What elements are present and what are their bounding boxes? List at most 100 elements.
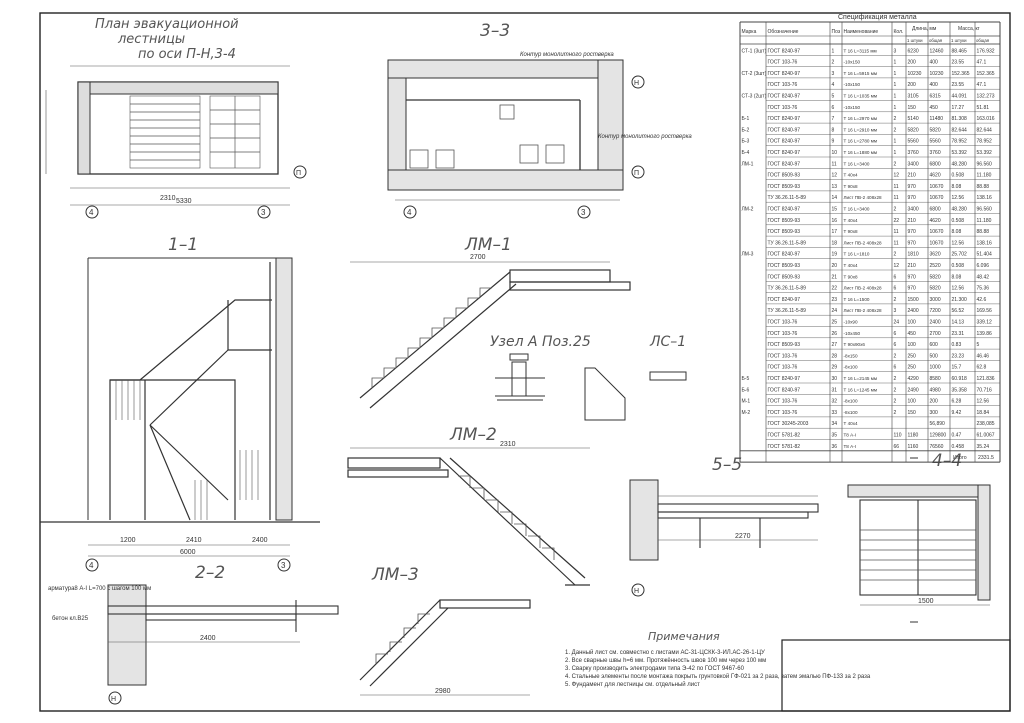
spec-cell: ГОСТ 8240-97 xyxy=(768,71,801,77)
spec-cell: 2400 xyxy=(908,308,919,314)
spec-cell: 25.702 xyxy=(952,252,968,258)
spec-header-cell: Кол. xyxy=(894,29,904,35)
plan-axis-p: П xyxy=(296,170,301,177)
armatura-callout: арматура8 А-I L=700 с шагом 100 мм xyxy=(48,586,151,592)
spec-cell: 11.180 xyxy=(977,173,992,179)
spec-cell: 10670 xyxy=(930,184,944,190)
spec-cell: 36 xyxy=(832,444,838,450)
lm2-dim: 2310 xyxy=(500,441,516,448)
spec-cell: 12 xyxy=(894,173,900,179)
lm3-dim: 2980 xyxy=(435,688,451,695)
spec-cell: 5560 xyxy=(908,139,919,145)
spec-cell: 28 xyxy=(832,353,838,359)
spec-cell: СТ-3 (2шт) xyxy=(742,94,767,100)
spec-cell: ГОСТ 8240-97 xyxy=(768,150,801,156)
node-a-and-ls1: Узел А Поз.25 ЛС–1 xyxy=(490,334,687,421)
spec-cell: 96.560 xyxy=(977,207,993,213)
spec-cell: 48.42 xyxy=(977,274,990,280)
spec-cell: -10х150 xyxy=(844,82,861,87)
spec-cell: ТУ 36.26.11-5-89 xyxy=(768,195,807,201)
spec-cell: 970 xyxy=(908,240,917,246)
spec-header-cell: Марка xyxy=(742,29,757,35)
spec-cell: ТУ 36.26.11-5-89 xyxy=(768,286,807,292)
spec-cell: Б-1 xyxy=(742,116,750,122)
spec-cell: Т 16 L=2145 мм xyxy=(844,376,878,381)
spec-cell: 200 xyxy=(908,60,917,66)
spec-subheader-cell: общая xyxy=(976,38,990,43)
spec-cell: 400 xyxy=(930,82,939,88)
spec-cell: 12 xyxy=(894,263,900,269)
spec-cell: ГОСТ 8240-97 xyxy=(768,139,801,145)
spec-cell: ГОСТ 8240-97 xyxy=(768,161,801,167)
spec-header-cell: Наименование xyxy=(844,29,879,35)
spec-cell: 76560 xyxy=(930,444,944,450)
spec-cell: Лист ПВ-2 408х28 xyxy=(844,286,883,291)
section-1-1: 1–1 1200 2410 2400 6000 4 3 xyxy=(40,235,320,572)
plan-axis-3: 3 xyxy=(261,208,266,217)
lm1-title: ЛМ–1 xyxy=(464,235,512,255)
spec-cell: 121.836 xyxy=(977,376,995,382)
spec-cell: 2 xyxy=(894,207,897,213)
spec-cell: 970 xyxy=(908,274,917,280)
spec-cell: 29 xyxy=(832,365,838,371)
spec-cell: 0.508 xyxy=(952,173,965,179)
spec-cell: 66 xyxy=(894,444,900,450)
spec-cell: 7200 xyxy=(930,308,941,314)
spec-cell: 163.016 xyxy=(977,116,995,122)
spec-cell: 1 xyxy=(894,105,897,111)
section-44-title: 4–4 xyxy=(932,451,962,471)
spec-cell: 100 xyxy=(908,342,917,348)
spec-cell: Т 16 L=1880 мм xyxy=(844,150,878,155)
spec-cell: 88.88 xyxy=(977,184,990,190)
spec-cell: 2400 xyxy=(930,320,941,326)
spec-cell: 47.1 xyxy=(977,82,987,88)
spec-cell: 20 xyxy=(832,263,838,269)
spec-cell: ГОСТ 30245-2003 xyxy=(768,421,809,427)
spec-cell: 3400 xyxy=(908,207,919,213)
spec-cell: 18.84 xyxy=(977,410,990,416)
kontur-callout-1: Контур монолитного ростверка xyxy=(520,52,614,58)
plan-axis-4: 4 xyxy=(89,208,94,217)
spec-subheader-cell: 1 штуки xyxy=(951,38,967,43)
notes-block: Примечания 1. Данный лист см. совместно … xyxy=(565,630,871,688)
spec-cell: Т 16 L=3400 xyxy=(844,207,870,212)
spec-cell: Т 16 L=3115 мм xyxy=(844,48,877,53)
spec-cell: ГОСТ 8509-93 xyxy=(768,173,801,179)
spec-cell: 23.31 xyxy=(952,331,965,337)
spec-cell: Б-3 xyxy=(742,139,750,145)
spec-cell: 24 xyxy=(832,308,838,314)
spec-cell: 3105 xyxy=(908,94,919,100)
spec-cell: 12.56 xyxy=(952,195,965,201)
spec-cell: 11 xyxy=(894,240,899,246)
spec-cell: 47.1 xyxy=(977,60,987,66)
spec-cell: 32 xyxy=(832,399,838,405)
spec-cell: Б-4 xyxy=(742,150,750,156)
spec-cell: 10230 xyxy=(908,71,922,77)
spec-cell: 23.55 xyxy=(952,60,965,66)
spec-cell: 8580 xyxy=(930,376,941,382)
spec-cell: 26 xyxy=(832,331,838,337)
spec-cell: 34 xyxy=(832,421,838,427)
beton-callout: бетон кл.В25 xyxy=(52,616,89,622)
spec-cell: -10х450 xyxy=(844,331,861,336)
spec-cell: 10230 xyxy=(930,71,944,77)
spec-cell: 5820 xyxy=(930,127,941,133)
spec-cell: 75.36 xyxy=(977,286,990,292)
spec-cell: 0.83 xyxy=(952,342,962,348)
spec-cell: 81.308 xyxy=(952,116,968,122)
spec-cell: ГОСТ 8509-93 xyxy=(768,263,801,269)
stair-flight-lm1: ЛМ–1 2700 xyxy=(350,235,631,409)
spec-cell: Лист ПВ-2 408х28 xyxy=(844,195,883,200)
spec-cell: 970 xyxy=(908,229,917,235)
section-2-2: 2–2 арматура8 А-I L=700 с шагом 100 мм б… xyxy=(48,563,339,705)
spec-cell: Т 16 L=2780 мм xyxy=(844,139,878,144)
spec-cell: СТ-2 (3шт) xyxy=(742,71,767,77)
note-3: 3. Сварку производить электродами типа Э… xyxy=(565,666,745,672)
section-5-5: 5–5 2270 Н xyxy=(629,455,819,597)
spec-cell: 2520 xyxy=(930,263,941,269)
spec-cell: 10670 xyxy=(930,229,944,235)
spec-cell: 4620 xyxy=(930,173,941,179)
spec-cell: 3000 xyxy=(930,297,941,303)
spec-cell: 3760 xyxy=(930,150,941,156)
